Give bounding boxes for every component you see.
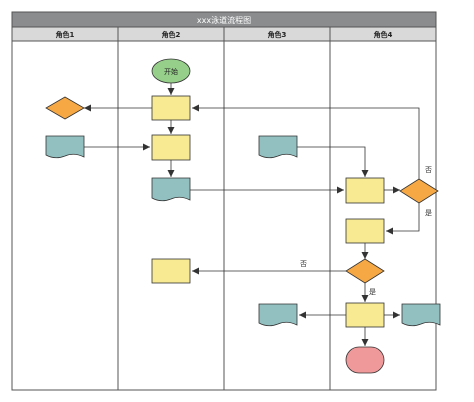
process-node-4 [345, 177, 385, 204]
edge-label-no-right: 否 [425, 166, 432, 174]
process-node-3 [151, 258, 191, 284]
end-node [345, 346, 385, 374]
edge-decision-no-loop [192, 104, 420, 180]
edge-label-yes-right: 是 [425, 209, 432, 217]
edge-decision-yes [386, 202, 420, 235]
lane-header-3: 角色3 [268, 30, 287, 39]
edge-label-no-mid: 否 [300, 260, 307, 268]
document-node-1 [45, 135, 85, 159]
decision-node-3 [345, 258, 385, 284]
lane-header-1: 角色1 [56, 30, 75, 39]
decision-node-2 [399, 178, 439, 204]
document-node-5 [401, 303, 441, 327]
process-node-1 [151, 95, 191, 121]
process-node-2 [151, 134, 191, 161]
document-node-3 [258, 135, 298, 159]
edge-label-yes-mid: 是 [369, 288, 376, 296]
process-node-5 [345, 218, 385, 244]
lane-header-4: 角色4 [374, 30, 393, 39]
start-label: 开始 [164, 67, 178, 76]
document-node-4 [258, 303, 298, 327]
diagram-title: xxx泳道流程图 [197, 15, 251, 25]
edge-doc3-to-process-right [297, 146, 369, 177]
document-node-2 [151, 177, 191, 202]
decision-node-1 [45, 96, 85, 120]
lane-header-2: 角色2 [162, 30, 181, 39]
start-node [151, 58, 191, 84]
process-node-6 [345, 302, 385, 328]
